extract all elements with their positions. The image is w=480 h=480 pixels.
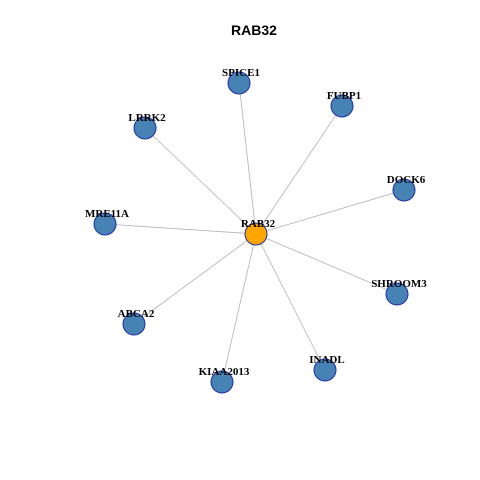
edge-rab32-inadl	[255, 233, 326, 371]
node-label-spice1: SPICE1	[222, 67, 260, 79]
edge-rab32-abca2	[133, 233, 257, 325]
edge-rab32-dock6	[255, 189, 405, 235]
edges	[104, 82, 405, 383]
node-label-mre11a: MRE11A	[85, 208, 129, 220]
node-dock6	[392, 178, 416, 202]
node-label-shroom3: SHROOM3	[371, 278, 427, 290]
node-kiaa2013	[210, 370, 234, 394]
node-inadl	[313, 358, 337, 382]
graph-title: RAB32	[231, 22, 277, 38]
edge-rab32-kiaa2013	[221, 233, 257, 383]
node-spice1	[227, 71, 251, 95]
node-fubp1	[330, 94, 354, 118]
node-label-kiaa2013: KIAA2013	[199, 366, 250, 378]
edge-rab32-spice1	[238, 82, 257, 235]
node-label-lrrk2: LRRK2	[128, 112, 166, 124]
node-rab32	[244, 222, 268, 246]
node-label-fubp1: FUBP1	[327, 90, 361, 102]
node-mre11a	[93, 212, 117, 236]
edge-rab32-mre11a	[104, 223, 257, 235]
edge-rab32-fubp1	[255, 105, 343, 235]
edge-rab32-shroom3	[255, 233, 398, 295]
node-lrrk2	[133, 116, 157, 140]
node-label-inadl: INADL	[309, 354, 344, 366]
node-shroom3	[385, 282, 409, 306]
node-label-dock6: DOCK6	[387, 174, 426, 186]
node-abca2	[122, 312, 146, 336]
node-label-abca2: ABCA2	[118, 308, 155, 320]
node-label-rab32: RAB32	[241, 218, 276, 230]
edge-rab32-lrrk2	[144, 127, 257, 235]
nodes	[93, 71, 416, 394]
